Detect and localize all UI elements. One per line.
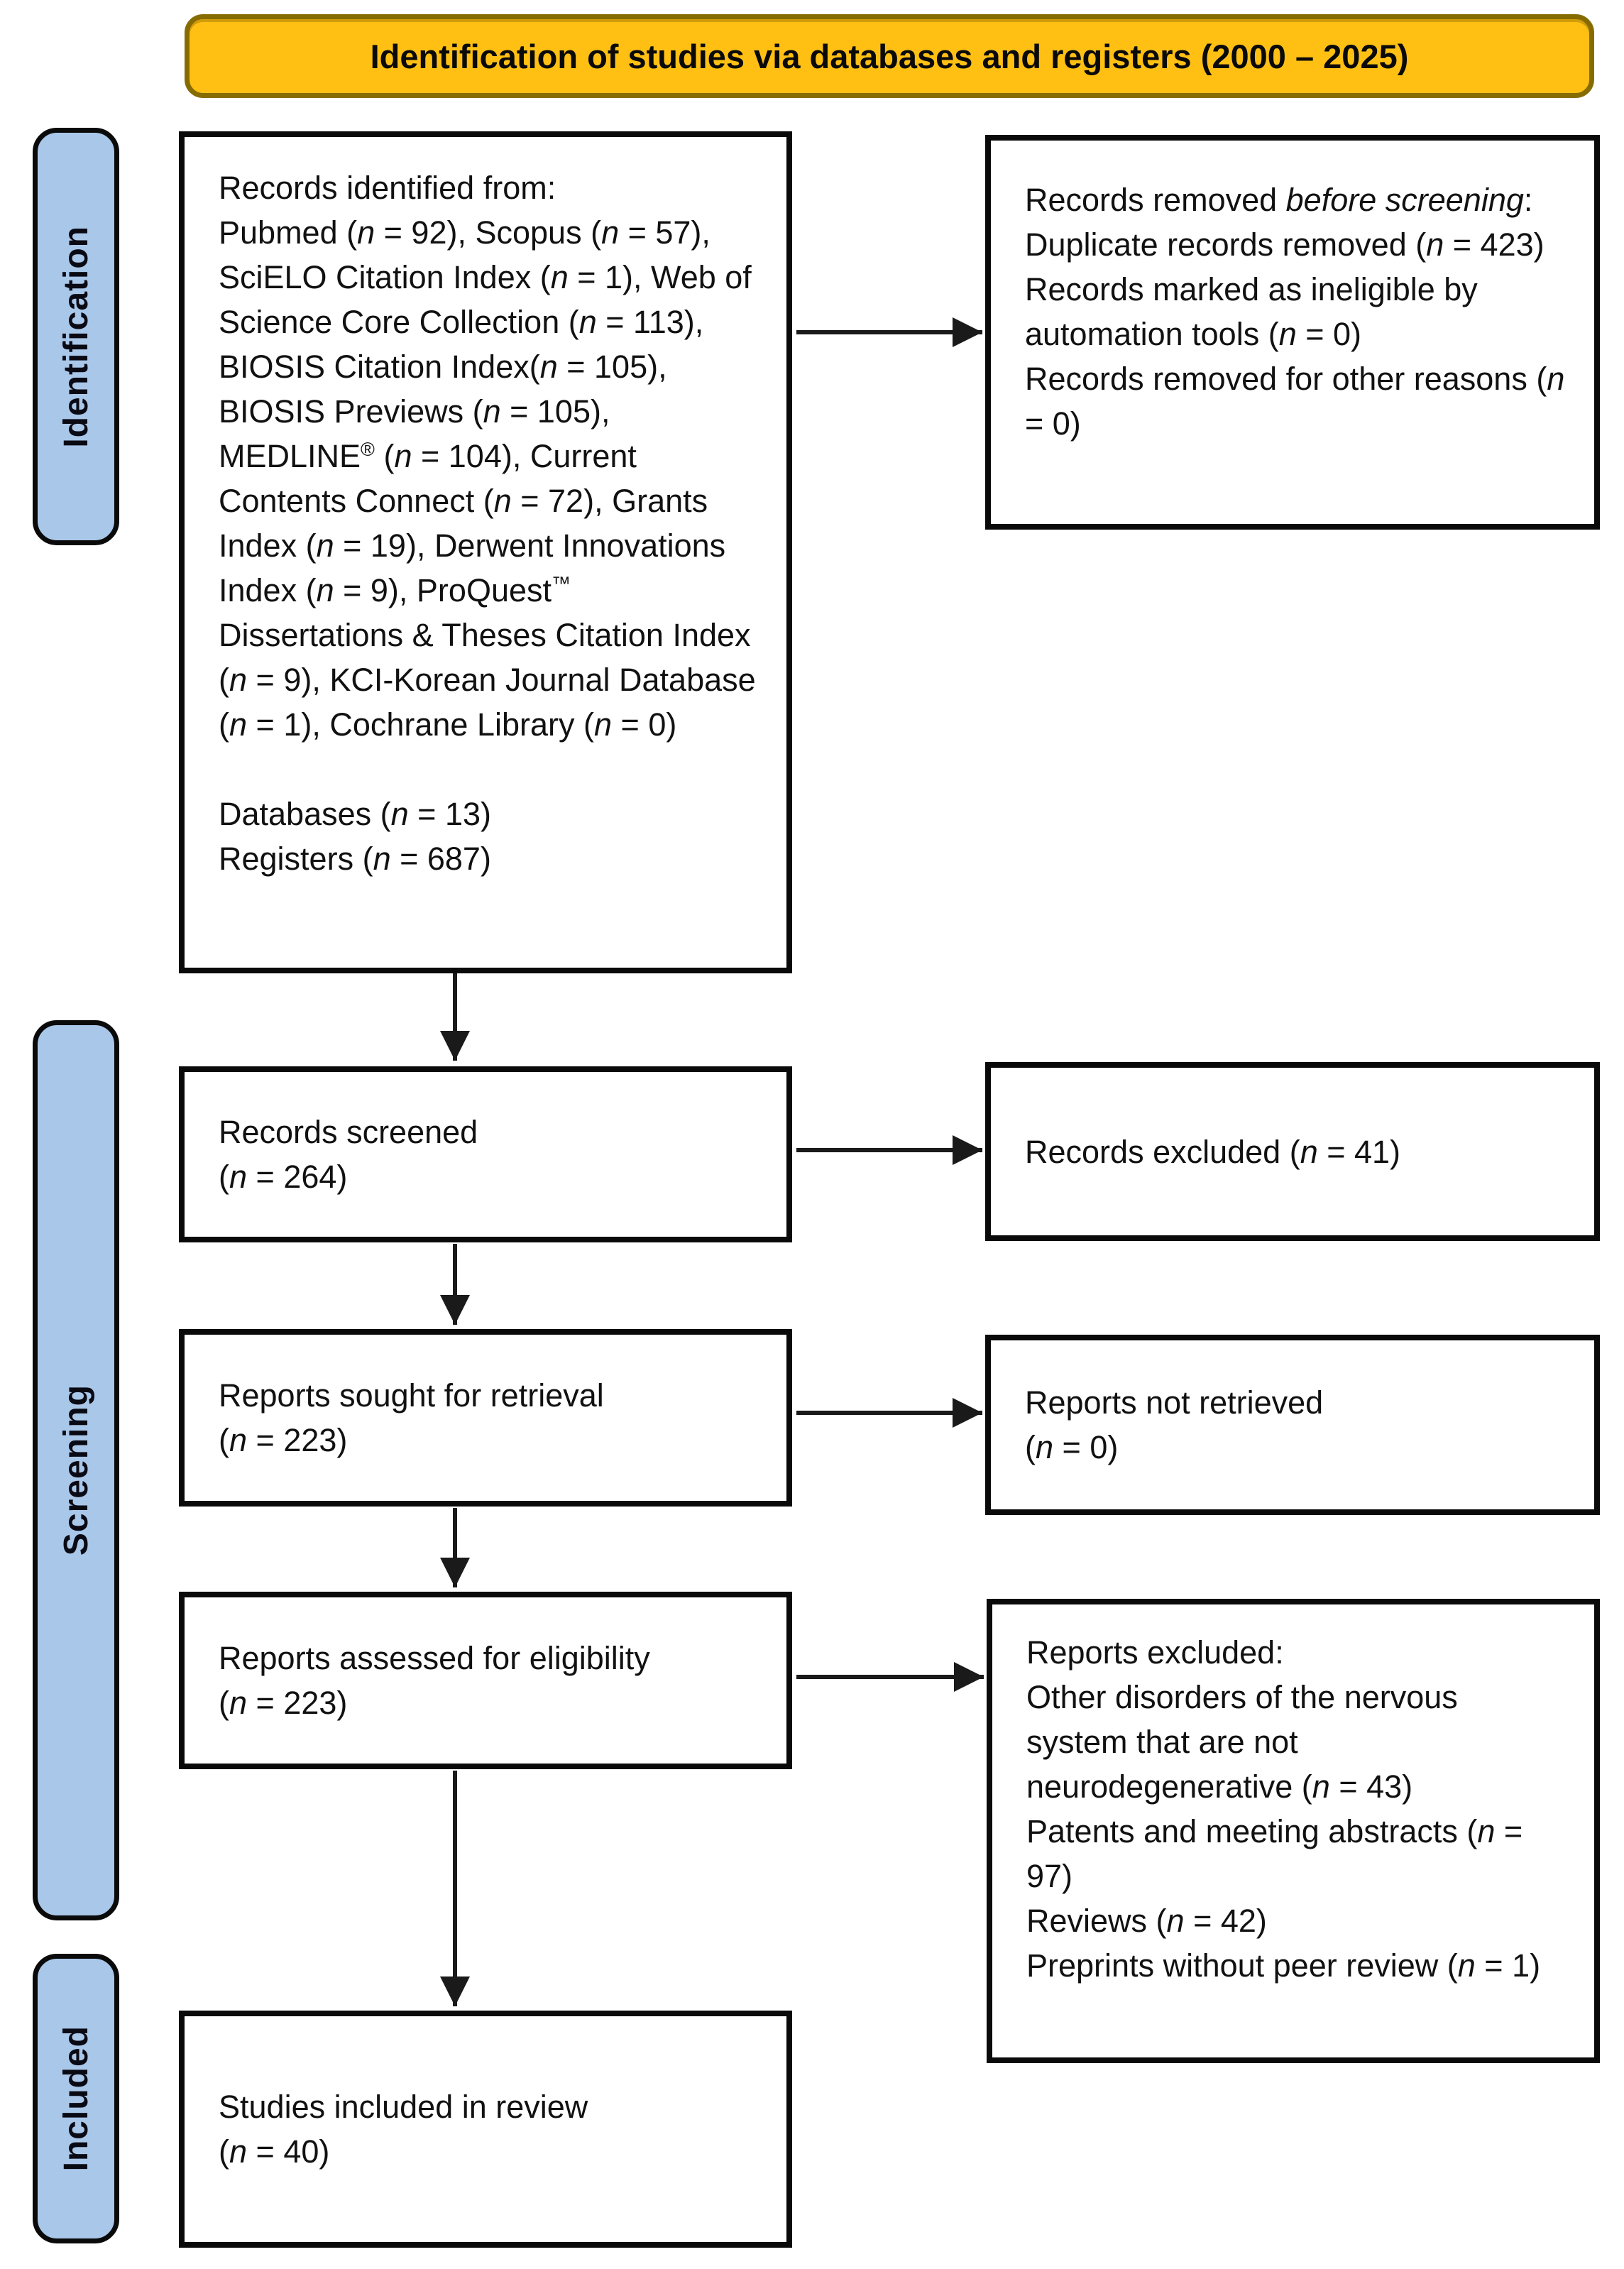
box-reports-assessed-for-eligibility: Reports assessed for eligibility(n = 223… [179,1592,792,1769]
box-records-screened: Records screened(n = 264) [179,1066,792,1242]
diagram-title-banner: Identification of studies via databases … [185,14,1594,98]
box-records-removed-before-screening: Records removed before screening:Duplica… [985,135,1600,530]
stage-label-screening: Screening [33,1020,119,1920]
box-reports-not-retrieved: Reports not retrieved(n = 0) [985,1335,1600,1515]
box-studies-included-text: Studies included in review(n = 40) [219,2089,588,2170]
box-records-excluded-text: Records excluded (n = 41) [1025,1133,1401,1170]
box-reports-not-retrieved-text: Reports not retrieved(n = 0) [1025,1384,1324,1465]
stage-label-included: Included [33,1954,119,2243]
box-reports-excluded-text: Reports excluded:Other disorders of the … [1026,1634,1541,1984]
stage-label-identification: Identification [33,128,119,545]
box-records-removed-text: Records removed before screening:Duplica… [1025,182,1565,442]
box-reports-sought-for-retrieval: Reports sought for retrieval(n = 223) [179,1329,792,1507]
diagram-title: Identification of studies via databases … [370,37,1409,75]
stage-label-screening-text: Screening [57,1384,95,1556]
box-records-identified: Records identified from:Pubmed (n = 92),… [179,131,792,973]
stage-label-identification-text: Identification [57,225,95,448]
box-studies-included-in-review: Studies included in review(n = 40) [179,2011,792,2248]
box-reports-sought-text: Reports sought for retrieval(n = 223) [219,1377,604,1458]
box-reports-excluded: Reports excluded:Other disorders of the … [987,1599,1600,2063]
stage-label-included-text: Included [57,2025,95,2172]
box-reports-assessed-text: Reports assessed for eligibility(n = 223… [219,1640,650,1721]
box-records-excluded: Records excluded (n = 41) [985,1062,1600,1241]
box-records-screened-text: Records screened(n = 264) [219,1114,478,1195]
box-records-identified-text: Records identified from:Pubmed (n = 92),… [219,170,756,877]
